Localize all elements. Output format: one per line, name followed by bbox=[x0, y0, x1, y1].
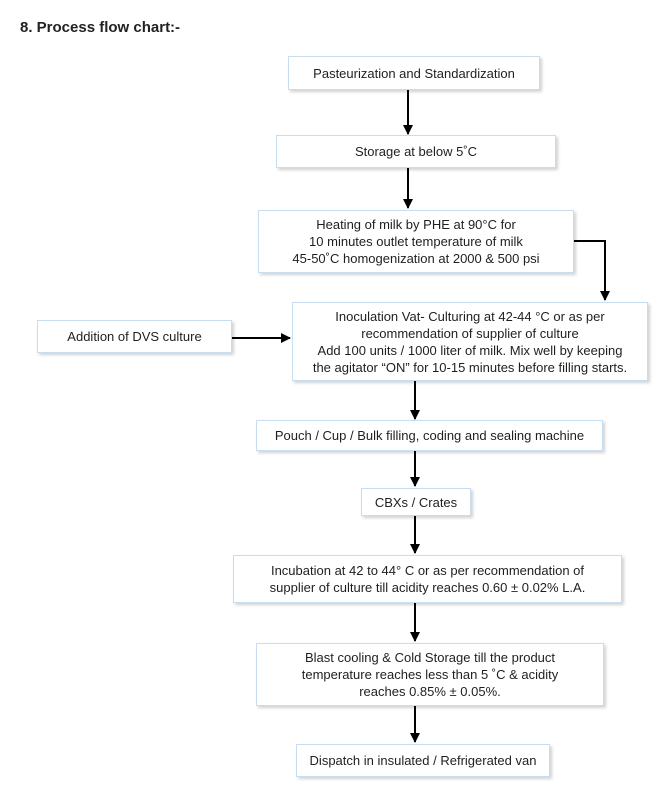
step-dispatch: Dispatch in insulated / Refrigerated van bbox=[296, 744, 550, 777]
step-line: supplier of culture till acidity reaches… bbox=[269, 580, 586, 595]
step-dvs-culture: Addition of DVS culture bbox=[37, 320, 232, 353]
step-line: recommendation of supplier of culture bbox=[361, 325, 579, 341]
step-line: Incubation at 42 to 44° C or as per reco… bbox=[270, 563, 585, 578]
step-line: CBXs / Crates bbox=[374, 494, 458, 510]
step-line: 10 minutes outlet temperature of milk bbox=[309, 234, 523, 249]
step-line: Storage at below 5˚C bbox=[354, 144, 478, 159]
step-line: Pouch / Cup / Bulk filling, coding and s… bbox=[274, 428, 585, 443]
step-line: Blast cooling & Cold Storage till the pr… bbox=[304, 650, 556, 665]
step-line: the agitator “ON” for 10-15 minutes befo… bbox=[312, 359, 628, 375]
step-line: reaches 0.85% ± 0.05%. bbox=[359, 684, 501, 699]
step-line: Add 100 units / 1000 liter of milk. Mix … bbox=[317, 342, 623, 358]
step-line: temperature reaches less than 5 ˚C & aci… bbox=[301, 667, 559, 682]
step-pasteurization: Pasteurization and Standardization bbox=[288, 56, 540, 90]
step-line: Pasteurization and Standardization bbox=[313, 65, 515, 81]
step-line: Dispatch in insulated / Refrigerated van bbox=[309, 753, 537, 768]
step-crates: CBXs / Crates bbox=[361, 488, 471, 516]
step-line: 45-50˚C homogenization at 2000 & 500 psi bbox=[292, 251, 540, 266]
step-cooling: Blast cooling & Cold Storage till the pr… bbox=[256, 643, 604, 706]
step-storage: Storage at below 5˚C bbox=[276, 135, 556, 168]
step-filling: Pouch / Cup / Bulk filling, coding and s… bbox=[256, 420, 603, 451]
page-title: 8. Process flow chart:- bbox=[20, 19, 181, 36]
step-line: Heating of milk by PHE at 90°C for bbox=[316, 217, 516, 232]
step-incubation: Incubation at 42 to 44° C or as per reco… bbox=[233, 555, 622, 603]
step-line: Inoculation Vat- Culturing at 42-44 °C o… bbox=[335, 308, 605, 324]
arrow-heating-to-inoculation bbox=[574, 240, 610, 301]
step-heating: Heating of milk by PHE at 90°C for 10 mi… bbox=[258, 210, 574, 273]
step-inoculation: Inoculation Vat- Culturing at 42-44 °C o… bbox=[292, 302, 648, 381]
step-line: Addition of DVS culture bbox=[67, 329, 202, 344]
